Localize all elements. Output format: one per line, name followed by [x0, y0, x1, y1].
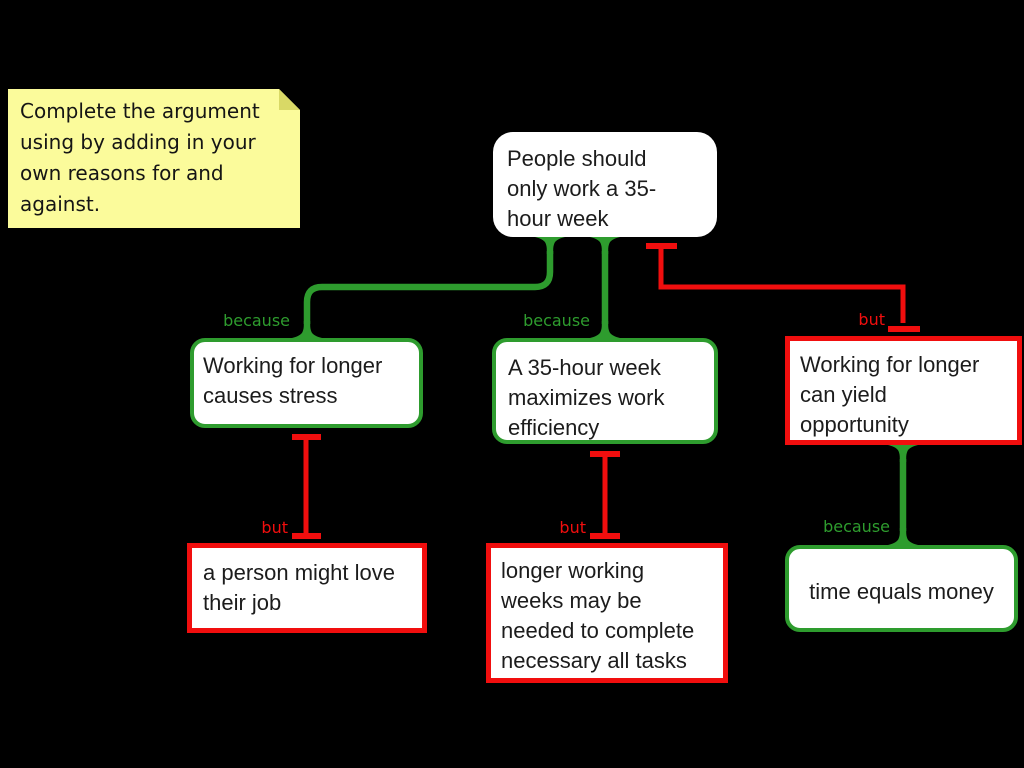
- connector-bell: [590, 237, 620, 254]
- node-text-line: necessary all tasks: [501, 648, 687, 673]
- node-text-line: time equals money: [809, 579, 994, 604]
- rebuttal-box-love-job[interactable]: a person might love their job: [187, 543, 427, 633]
- instruction-note[interactable]: Complete the argument using by adding in…: [8, 89, 300, 228]
- connector-label-but[interactable]: but: [261, 518, 288, 537]
- because-connector-main-reason2[interactable]: [590, 237, 620, 338]
- node-text-line: longer working: [501, 558, 645, 583]
- objection-box-opportunity[interactable]: Working for longer can yield opportunity: [785, 336, 1022, 445]
- node-text-line: opportunity: [800, 412, 909, 437]
- node-text-line: A 35-hour week: [508, 355, 661, 380]
- node-text-line: can yield: [800, 382, 887, 407]
- connector-bell: [888, 528, 918, 545]
- but-connector-reason2-rebuttal2[interactable]: [590, 451, 620, 539]
- rebuttal-box-tasks[interactable]: longer working weeks may be needed to co…: [486, 543, 728, 683]
- because-connector-objection1-reason3[interactable]: [888, 445, 918, 545]
- node-text-line: causes stress: [203, 383, 338, 408]
- node-text-line: Working for longer: [800, 352, 980, 377]
- connector-bell: [535, 237, 565, 254]
- note-text-line: against.: [20, 192, 101, 216]
- reason-box-time-money[interactable]: time equals money: [785, 545, 1018, 632]
- node-text-line: hour week: [507, 206, 609, 231]
- note-text-line: using by adding in your: [20, 130, 256, 154]
- connector-bell: [888, 445, 918, 462]
- node-text-line: weeks may be: [501, 588, 642, 613]
- connector-bell: [292, 321, 322, 338]
- connector-bell: [590, 321, 620, 338]
- connector-label-because[interactable]: because: [223, 311, 290, 330]
- connector-label-because[interactable]: because: [823, 517, 890, 536]
- node-text-line: efficiency: [508, 415, 600, 440]
- reason-box-stress[interactable]: Working for longer causes stress: [190, 338, 423, 428]
- note-text-line: Complete the argument: [20, 99, 260, 123]
- connector-label-but[interactable]: but: [858, 310, 885, 329]
- but-connector-reason1-rebuttal1[interactable]: [292, 434, 321, 539]
- node-text-line: a person might love: [203, 560, 395, 585]
- node-text-line: only work a 35-: [507, 176, 657, 201]
- node-text-line: People should: [507, 146, 647, 171]
- note-text-line: own reasons for and: [20, 161, 224, 185]
- node-text-line: needed to complete: [501, 618, 695, 643]
- node-text-line: maximizes work: [508, 385, 665, 410]
- connector-label-but[interactable]: but: [559, 518, 586, 537]
- connector-label-because[interactable]: because: [523, 311, 590, 330]
- reason-box-efficiency[interactable]: A 35-hour week maximizes work efficiency: [492, 338, 718, 444]
- node-text-line: their job: [203, 590, 282, 615]
- claim-box-main[interactable]: People should only work a 35- hour week: [493, 132, 717, 237]
- node-text-line: Working for longer: [203, 353, 383, 378]
